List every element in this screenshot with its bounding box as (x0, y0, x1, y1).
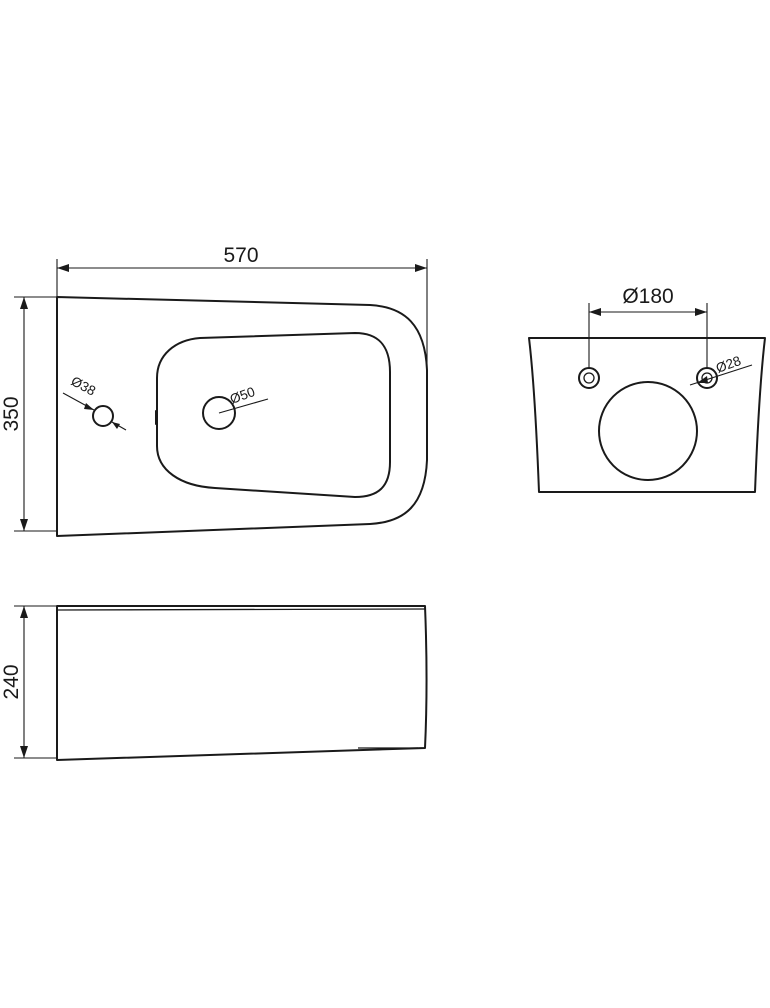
side-view-outline (56, 605, 428, 761)
depth-arrow-bottom (20, 519, 28, 531)
drain-hole (202, 396, 236, 430)
tap-hole-label: Ø38 (69, 373, 99, 398)
side-view-top-edge (56, 608, 426, 611)
height-label: 240 (0, 664, 23, 699)
width-label: 570 (223, 244, 258, 267)
drain-leader (218, 398, 269, 414)
back-view: Ø180 Ø28 (528, 285, 766, 493)
side-view: 240 (0, 605, 428, 761)
back-view-outline (528, 337, 766, 493)
bolt-spacing-arrow-left (589, 308, 601, 316)
depth-label: 350 (0, 396, 23, 431)
depth-arrow-top (20, 297, 28, 309)
bolt-hole-left-inner (583, 372, 595, 384)
bolt-spacing-arrow-right (695, 308, 707, 316)
height-arrow-bottom (20, 746, 28, 758)
height-arrow-top (20, 606, 28, 618)
width-arrow-right (415, 264, 427, 272)
bolt-hole-arrow (697, 376, 708, 383)
basin-outline (156, 332, 391, 498)
tap-arrow-lower (112, 422, 120, 429)
bolt-spacing-label: Ø180 (622, 285, 673, 308)
width-arrow-left (57, 264, 69, 272)
bolt-hole-left-outer (578, 367, 600, 389)
top-view-outline (56, 296, 428, 537)
outlet-circle (598, 381, 698, 481)
tap-arrow-upper (84, 403, 94, 410)
tap-hole (92, 405, 114, 427)
top-view: Ø50 Ø38 570 350 (0, 244, 428, 537)
